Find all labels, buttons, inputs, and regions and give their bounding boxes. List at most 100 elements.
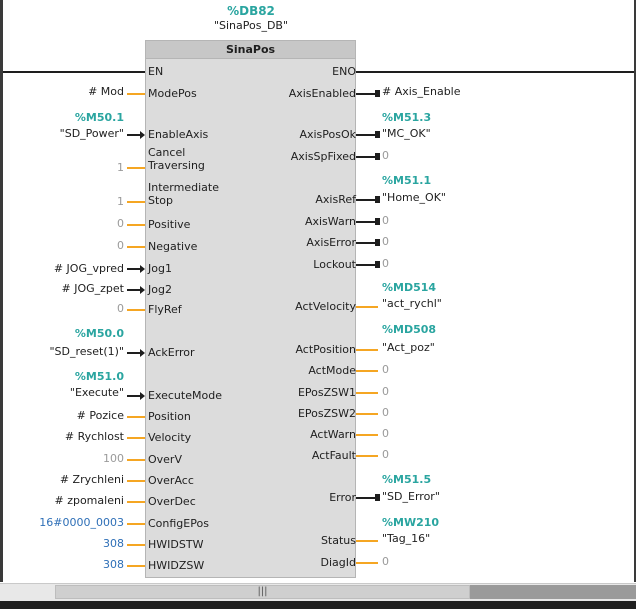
constant-lockout[interactable]: 0	[382, 257, 389, 270]
operand-m51-0-address[interactable]: %M51.0	[74, 370, 124, 383]
pin-eposzsw1[interactable]: EPosZSW1	[297, 386, 356, 399]
operand-act-poz[interactable]: "Act_poz"	[382, 341, 435, 354]
pin-overv[interactable]: OverV	[148, 453, 182, 466]
pin-actfault[interactable]: ActFault	[311, 449, 356, 462]
operand-jog-zpet[interactable]: # JOG_zpet	[61, 282, 124, 295]
constant-cancel-traversing[interactable]: 1	[117, 161, 124, 174]
pin-status[interactable]: Status	[320, 534, 356, 547]
operand-m50-1-address[interactable]: %M50.1	[74, 111, 124, 124]
pin-ackerror[interactable]: AckError	[148, 346, 195, 359]
constant-hwidzsw[interactable]: 308	[103, 558, 124, 571]
constant-eposzsw2[interactable]: 0	[382, 406, 389, 419]
pin-positive[interactable]: Positive	[148, 218, 191, 231]
constant-diagid[interactable]: 0	[382, 555, 389, 568]
eposzsw2-wire	[356, 413, 378, 415]
pin-error[interactable]: Error	[329, 491, 356, 504]
pin-en[interactable]: EN	[148, 65, 164, 78]
constant-configepos[interactable]: 16#0000_0003	[39, 516, 124, 529]
pin-overacc[interactable]: OverAcc	[148, 474, 194, 487]
pin-flyref[interactable]: FlyRef	[148, 303, 182, 316]
constant-hwidstw[interactable]: 308	[103, 537, 124, 550]
pin-configepos[interactable]: ConfigEPos	[148, 517, 209, 530]
operand-m51-3-address[interactable]: %M51.3	[382, 111, 432, 124]
constant-axisspfixed[interactable]: 0	[382, 149, 389, 162]
operand-mod[interactable]: # Mod	[88, 85, 124, 98]
ladder-editor-canvas[interactable]: %DB82 "SinaPos_DB" SinaPos EN ModePos En…	[0, 0, 636, 582]
constant-intermediate-stop[interactable]: 1	[117, 195, 124, 208]
pin-lockout[interactable]: Lockout	[313, 258, 356, 271]
pin-axisspfixed[interactable]: AxisSpFixed	[290, 150, 356, 163]
constant-axiserror[interactable]: 0	[382, 235, 389, 248]
pin-axisref[interactable]: AxisRef	[315, 193, 356, 206]
pin-position[interactable]: Position	[148, 410, 191, 423]
pin-actwarn[interactable]: ActWarn	[310, 428, 356, 441]
operand-home-ok[interactable]: "Home_OK"	[382, 191, 446, 204]
modepos-wire	[127, 93, 145, 95]
pin-modepos[interactable]: ModePos	[148, 87, 197, 100]
pin-overdec[interactable]: OverDec	[148, 495, 196, 508]
jog2-connector	[140, 286, 145, 294]
constant-actfault[interactable]: 0	[382, 448, 389, 461]
pin-eposzsw2[interactable]: EPosZSW2	[297, 407, 356, 420]
jog1-connector	[140, 265, 145, 273]
operand-mw210-address[interactable]: %MW210	[382, 516, 440, 529]
operand-md514-address[interactable]: %MD514	[382, 281, 437, 294]
pin-actvelocity[interactable]: ActVelocity	[295, 300, 356, 313]
actposition-wire	[356, 349, 378, 351]
pin-intermediatestop[interactable]: Intermediate Stop	[148, 181, 219, 207]
pin-axisenabled[interactable]: AxisEnabled	[288, 87, 356, 100]
pin-jog2[interactable]: Jog2	[148, 283, 172, 296]
operand-mc-ok[interactable]: "MC_OK"	[382, 127, 431, 140]
pin-velocity[interactable]: Velocity	[148, 431, 192, 444]
constant-actwarn[interactable]: 0	[382, 427, 389, 440]
horizontal-scrollbar-thumb[interactable]: |||	[55, 585, 470, 599]
operand-sd-power[interactable]: "SD_Power"	[59, 127, 124, 140]
operand-m51-5-address[interactable]: %M51.5	[382, 473, 432, 486]
enableaxis-connector	[140, 131, 145, 139]
sinapos-function-block[interactable]	[145, 40, 356, 578]
operand-jog-vpred[interactable]: # JOG_vpred	[53, 262, 124, 275]
operand-md508-address[interactable]: %MD508	[382, 323, 437, 336]
operand-zrychleni[interactable]: # Zrychleni	[59, 473, 124, 486]
operand-axis-enable[interactable]: # Axis_Enable	[382, 85, 461, 98]
operand-zpomaleni[interactable]: # zpomaleni	[54, 494, 124, 507]
operand-sd-error[interactable]: "SD_Error"	[382, 490, 440, 503]
negative-wire	[127, 246, 145, 248]
operand-act-rychl[interactable]: "act_rychl"	[382, 297, 442, 310]
pin-axisposok[interactable]: AxisPosOk	[299, 128, 356, 141]
pin-hwidstw[interactable]: HWIDSTW	[148, 538, 204, 551]
operand-execute[interactable]: "Execute"	[69, 386, 124, 399]
pin-executemode[interactable]: ExecuteMode	[148, 389, 222, 402]
operand-m51-1-address[interactable]: %M51.1	[382, 174, 432, 187]
lockout-connector	[375, 261, 380, 268]
pin-actmode[interactable]: ActMode	[308, 364, 356, 377]
constant-negative[interactable]: 0	[117, 239, 124, 252]
axisspfixed-connector	[375, 153, 380, 160]
operand-sd-reset[interactable]: "SD_reset(1)"	[49, 345, 124, 358]
pin-canceltraversing[interactable]: Cancel Traversing	[148, 146, 205, 172]
operand-pozice[interactable]: # Pozice	[76, 409, 124, 422]
pin-eno[interactable]: ENO	[332, 65, 356, 78]
pin-hwidzsw[interactable]: HWIDZSW	[148, 559, 205, 572]
pin-axiserror[interactable]: AxisError	[306, 236, 356, 249]
pin-enableaxis[interactable]: EnableAxis	[148, 128, 209, 141]
operand-rychlost[interactable]: # Rychlost	[64, 430, 124, 443]
axisref-wire	[356, 199, 376, 201]
pin-negative[interactable]: Negative	[148, 240, 198, 253]
constant-axiswarn[interactable]: 0	[382, 214, 389, 227]
constant-overv[interactable]: 100	[103, 452, 124, 465]
instance-db-address[interactable]: %DB82	[227, 4, 275, 18]
constant-actmode[interactable]: 0	[382, 363, 389, 376]
pin-axiswarn[interactable]: AxisWarn	[304, 215, 356, 228]
instance-db-name[interactable]: "SinaPos_DB"	[213, 19, 289, 32]
pin-diagid[interactable]: DiagId	[320, 556, 356, 569]
constant-flyref[interactable]: 0	[117, 302, 124, 315]
constant-positive[interactable]: 0	[117, 217, 124, 230]
bottom-window-edge	[0, 601, 636, 609]
operand-tag-16[interactable]: "Tag_16"	[382, 532, 431, 545]
operand-m50-0-address[interactable]: %M50.0	[74, 327, 124, 340]
overacc-wire	[127, 480, 145, 482]
constant-eposzsw1[interactable]: 0	[382, 385, 389, 398]
pin-jog1[interactable]: Jog1	[148, 262, 172, 275]
pin-actposition[interactable]: ActPosition	[295, 343, 356, 356]
